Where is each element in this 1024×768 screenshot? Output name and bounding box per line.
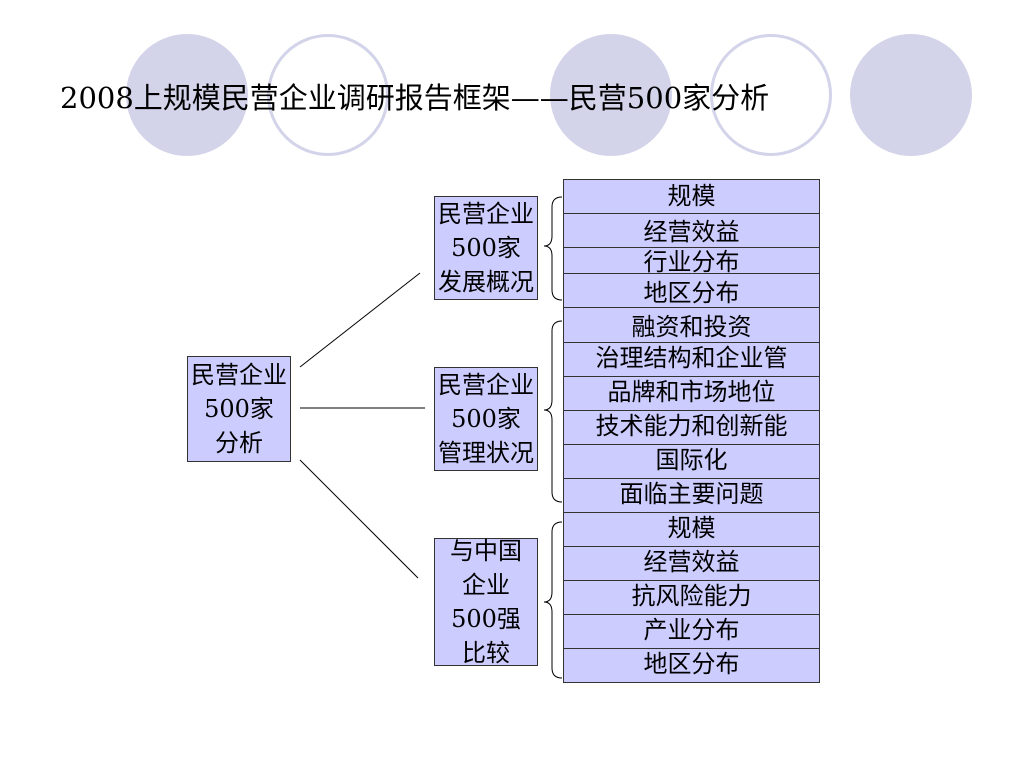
item-box: 面临主要问题 [563, 478, 820, 513]
category-label: 民营企业 500家 管理状况 [438, 371, 534, 467]
category-label: 与中国 企业 500强 比较 [450, 537, 522, 667]
root-box: 民营企业 500家 分析 [187, 356, 291, 462]
brace-cat1 [543, 196, 563, 301]
decor-circle-2 [267, 34, 389, 156]
item-box: 产业分布 [563, 614, 820, 649]
category-label: 民营企业 500家 发展概况 [438, 200, 534, 296]
root-label: 民营企业 500家 分析 [191, 361, 287, 457]
item-box: 品牌和市场地位 [563, 376, 820, 411]
item-box: 地区分布 [563, 273, 820, 308]
item-box: 国际化 [563, 444, 820, 479]
item-box: 规模 [563, 512, 820, 547]
item-box: 经营效益 [563, 213, 820, 248]
brace-cat3 [543, 521, 563, 679]
connector-root-to-cat1 [299, 272, 421, 368]
item-box: 抗风险能力 [563, 580, 820, 615]
category-box-management: 民营企业 500家 管理状况 [434, 367, 538, 471]
category-box-development: 民营企业 500家 发展概况 [434, 196, 538, 300]
decor-circle-1 [126, 34, 248, 156]
decor-circle-4 [710, 34, 832, 156]
item-box: 行业分布 [563, 247, 820, 274]
item-box: 技术能力和创新能 [563, 410, 820, 445]
connector-root-to-cat3 [299, 459, 419, 579]
item-box: 治理结构和企业管 [563, 342, 820, 377]
item-box: 规模 [563, 179, 820, 214]
item-box: 融资和投资 [563, 307, 820, 343]
decor-circle-5 [850, 34, 972, 156]
item-box: 地区分布 [563, 648, 820, 683]
item-box: 经营效益 [563, 546, 820, 581]
category-box-comparison: 与中国 企业 500强 比较 [434, 537, 538, 667]
brace-cat2 [543, 320, 563, 503]
slide-title: 2008上规模民营企业调研报告框架——民营500家分析 [60, 81, 770, 115]
decor-circle-3 [550, 34, 672, 156]
